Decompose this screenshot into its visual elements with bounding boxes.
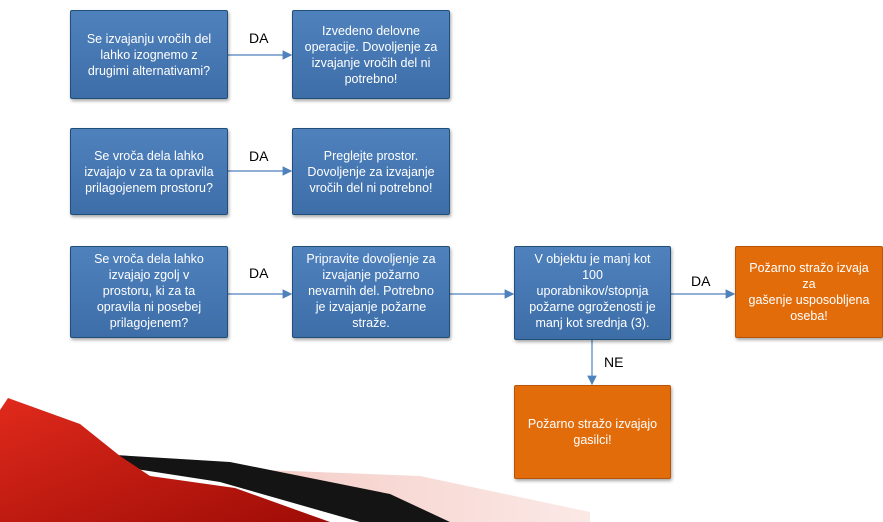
outcome-box-1: Izvedeno delovne operacije. Dovoljenje z… bbox=[292, 10, 450, 99]
question-box-3: Se vroča dela lahko izvajajo zgolj v pro… bbox=[70, 246, 228, 338]
condition-yes-label: DA bbox=[691, 273, 711, 289]
yes-label-3: DA bbox=[249, 265, 269, 281]
condition-box: V objektu je manj kot 100 uporabnikov/st… bbox=[514, 246, 671, 340]
question-box-2: Se vroča dela lahko izvajajo v za ta opr… bbox=[70, 128, 228, 215]
outcome-box-2: Preglejte prostor. Dovoljenje za izvajan… bbox=[292, 128, 450, 215]
condition-yes-outcome-box: Požarno stražo izvaja za gašenje usposob… bbox=[735, 246, 883, 338]
swoosh-red-shape bbox=[0, 398, 330, 522]
condition-no-outcome-box: Požarno stražo izvajajo gasilci! bbox=[514, 385, 671, 479]
yes-label-2: DA bbox=[249, 148, 269, 164]
question-box-1: Se izvajanju vročih del lahko izognemo z… bbox=[70, 10, 228, 99]
condition-no-label: NE bbox=[604, 354, 624, 370]
swoosh-black-band bbox=[0, 448, 450, 522]
yes-label-1: DA bbox=[249, 30, 269, 46]
outcome-box-3: Pripravite dovoljenje za izvajanje požar… bbox=[292, 246, 450, 338]
